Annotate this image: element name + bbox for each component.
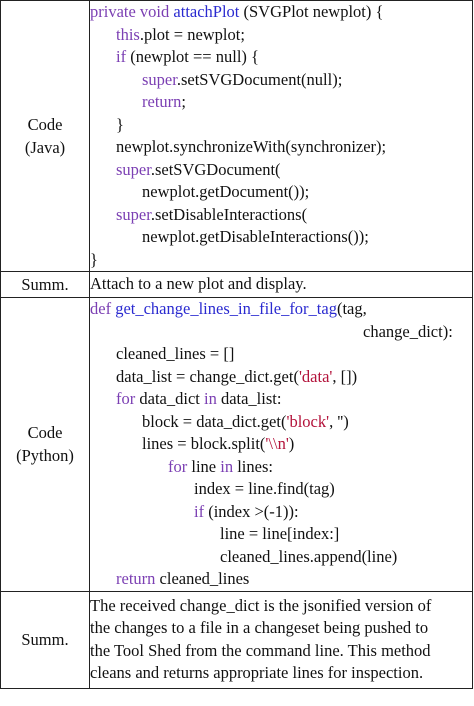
code-token: cleaned_lines.append(line) [220, 546, 398, 566]
keyword-token: in [203, 389, 217, 408]
python-code-line: lines = block.split('\\n') [90, 433, 472, 456]
java-code-line: newplot.getDocument()); [90, 181, 472, 204]
code-token: (index >(-1)): [204, 501, 299, 521]
code-token: .plot = newplot; [139, 24, 245, 44]
java-code-line: super.setDisableInteractions( [90, 204, 472, 227]
python-code-line: if (index >(-1)): [90, 501, 472, 524]
keyword-token: private void [90, 2, 174, 21]
code-token: } [90, 249, 98, 269]
keyword-token: return [142, 92, 182, 111]
function-name-token: attachPlot [173, 2, 240, 21]
python-code-block: def get_change_lines_in_file_for_tag(tag… [89, 297, 473, 592]
code-token: block = data_dict.get( [142, 411, 287, 431]
keyword-token: for [116, 389, 136, 408]
code-token: .setDisableInteractions( [150, 204, 308, 224]
python-code-line: for line in lines: [90, 456, 472, 479]
code-token: lines: [233, 456, 273, 476]
cut-off-caption [0, 690, 474, 706]
java-code-block: private void attachPlot (SVGPlot newplot… [89, 0, 473, 272]
python-code-row: Code (Python) def get_change_lines_in_fi… [0, 297, 473, 592]
java-code-line: return; [90, 91, 472, 114]
code-token: (tag, [336, 299, 367, 318]
keyword-token: super [116, 159, 151, 179]
code-summary-table: Code (Java) private void attachPlot (SVG… [0, 0, 473, 689]
keyword-token: this [116, 24, 140, 44]
keyword-token: in [220, 456, 234, 476]
code-token: line = line[index:] [220, 524, 340, 543]
code-token: ; [181, 92, 186, 111]
code-token: data_dict [135, 389, 204, 408]
python-code-line: return cleaned_lines [90, 568, 472, 591]
java-code-line: if (newplot == null) { [90, 46, 472, 69]
keyword-token: return [116, 569, 156, 588]
java-code-line: this.plot = newplot; [90, 24, 472, 47]
string-literal-token: 'data' [298, 366, 333, 386]
python-summary-text: The received change_dict is the jsonifie… [89, 590, 473, 689]
java-label-line1: Code [27, 115, 63, 134]
code-token: data_list = change_dict.get( [116, 366, 299, 386]
code-token: newplot.getDisableInteractions()); [142, 227, 369, 246]
code-token: , []) [332, 366, 358, 386]
keyword-token: if [116, 47, 127, 66]
python-summary-line: the changes to a file in a changeset bei… [90, 618, 429, 637]
java-summary-line: Attach to a new plot and display. [90, 274, 307, 294]
code-token: cleaned_lines = [] [116, 344, 235, 363]
code-token: .setSVGDocument( [150, 159, 281, 179]
python-summary-label: Summ. [0, 590, 90, 689]
code-token: index = line.find(tag) [194, 479, 335, 498]
java-code-line: newplot.synchronizeWith(synchronizer); [90, 136, 472, 159]
code-token: newplot.getDocument()); [142, 182, 310, 201]
java-label-line2: (Java) [24, 138, 66, 157]
python-code-line: block = data_dict.get('block', '') [90, 411, 472, 434]
python-code-line: data_list = change_dict.get('data', []) [90, 366, 472, 389]
keyword-token: super [116, 204, 151, 224]
string-literal-token: 'block' [286, 411, 330, 431]
code-token: ) [288, 434, 295, 453]
java-code-line: } [90, 249, 472, 272]
code-token: , '') [329, 411, 349, 431]
python-code-line: cleaned_lines = [] [90, 343, 472, 366]
python-code-line: def get_change_lines_in_file_for_tag(tag… [90, 298, 472, 321]
python-summary-line: cleans and returns appropriate lines for… [90, 663, 424, 682]
java-code-row: Code (Java) private void attachPlot (SVG… [0, 0, 473, 272]
java-code-label: Code (Java) [0, 0, 90, 272]
code-token: lines = block.split( [142, 434, 266, 453]
keyword-token: def [90, 299, 116, 318]
python-summary-line: the Tool Shed from the command line. Thi… [90, 640, 431, 660]
python-code-line: change_dict): [90, 321, 472, 344]
java-code-line: newplot.getDisableInteractions()); [90, 226, 472, 249]
python-label-line1: Code [27, 423, 63, 443]
code-token: change_dict): [363, 321, 453, 341]
code-token: } [116, 114, 124, 134]
python-code-line: line = line[index:] [90, 523, 472, 546]
code-token: line [187, 456, 221, 476]
code-token: cleaned_lines [155, 569, 250, 588]
java-summary-row: Summ. Attach to a new plot and display. [0, 271, 473, 298]
function-name-token: get_change_lines_in_file_for_tag [115, 299, 337, 318]
java-code-line: } [90, 114, 472, 137]
python-summary-row: Summ. The received change_dict is the js… [0, 590, 473, 689]
python-code-line: index = line.find(tag) [90, 478, 472, 501]
python-label-line2: (Python) [16, 446, 74, 466]
code-token: data_list: [216, 389, 282, 408]
java-summary-text: Attach to a new plot and display. [89, 271, 473, 298]
java-code-line: super.setSVGDocument(null); [90, 69, 472, 92]
string-literal-token: '\\n' [265, 434, 289, 453]
java-code-line: super.setSVGDocument( [90, 159, 472, 182]
code-token: .setSVGDocument(null); [176, 69, 343, 89]
code-token: (newplot == null) { [126, 47, 259, 66]
python-code-label: Code (Python) [0, 297, 90, 592]
python-summary-line: The received change_dict is the jsonifie… [90, 595, 432, 615]
python-code-line: cleaned_lines.append(line) [90, 546, 472, 569]
python-code-line: for data_dict in data_list: [90, 388, 472, 411]
code-token: newplot.synchronizeWith(synchronizer); [116, 137, 387, 156]
code-token: (SVGPlot newplot) { [239, 2, 384, 21]
keyword-token: super [142, 69, 177, 89]
keyword-token: if [194, 501, 205, 521]
java-summary-label: Summ. [0, 271, 90, 298]
java-code-line: private void attachPlot (SVGPlot newplot… [90, 1, 472, 24]
keyword-token: for [168, 456, 188, 476]
